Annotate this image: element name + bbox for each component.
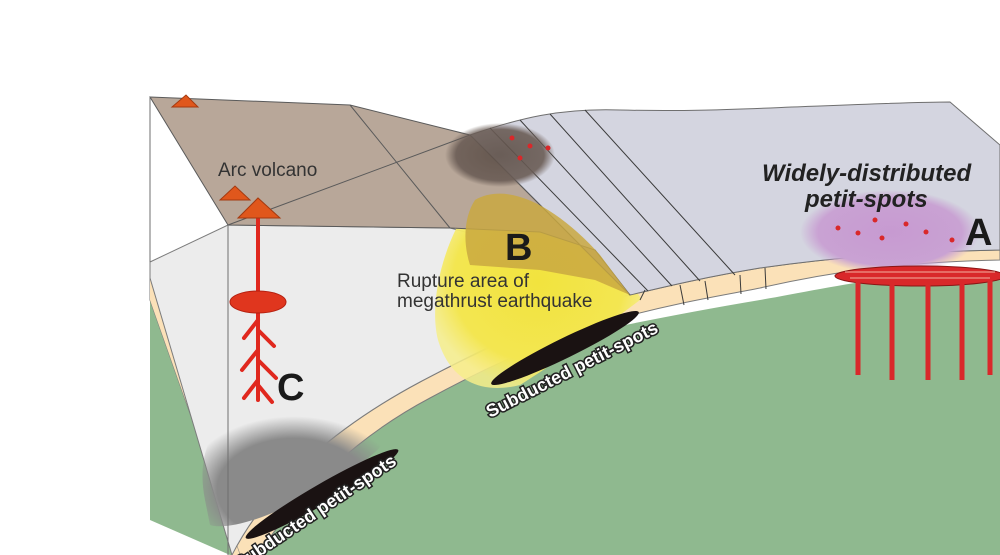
seamount-dots — [509, 135, 551, 161]
letter-c-label: C — [277, 367, 304, 409]
mantle-layer — [150, 271, 1000, 555]
arc-volcano-label: Arc volcano — [218, 160, 317, 181]
volcano-icon-small — [170, 94, 200, 108]
letter-b-label: B — [505, 227, 532, 269]
rupture-area-label-line2: megathrust earthquake — [397, 291, 592, 312]
volcano-icon-main — [236, 197, 282, 219]
petit-spot-zone — [800, 190, 980, 274]
widely-distributed-label-line1: Widely-distributed — [762, 160, 972, 187]
magma-source-region — [202, 404, 385, 527]
subducted-petit-spot-lens-upper — [491, 310, 639, 386]
magma-chamber — [229, 290, 287, 314]
upper-plate-side-edge — [149, 97, 229, 555]
rupture-area-label-line1: Rupture area of — [397, 271, 530, 292]
widely-distributed-label-line2: petit-spots — [804, 186, 928, 213]
subducted-petit-spot-lens-lower — [245, 449, 399, 539]
seamount-shadow — [445, 123, 555, 187]
rupture-area-overlap — [465, 193, 630, 295]
petit-spot-dots — [835, 217, 955, 243]
letter-a-label: A — [965, 212, 992, 254]
volcano-icon-mid — [218, 185, 252, 201]
petit-spot-magma-columns — [834, 265, 1000, 380]
